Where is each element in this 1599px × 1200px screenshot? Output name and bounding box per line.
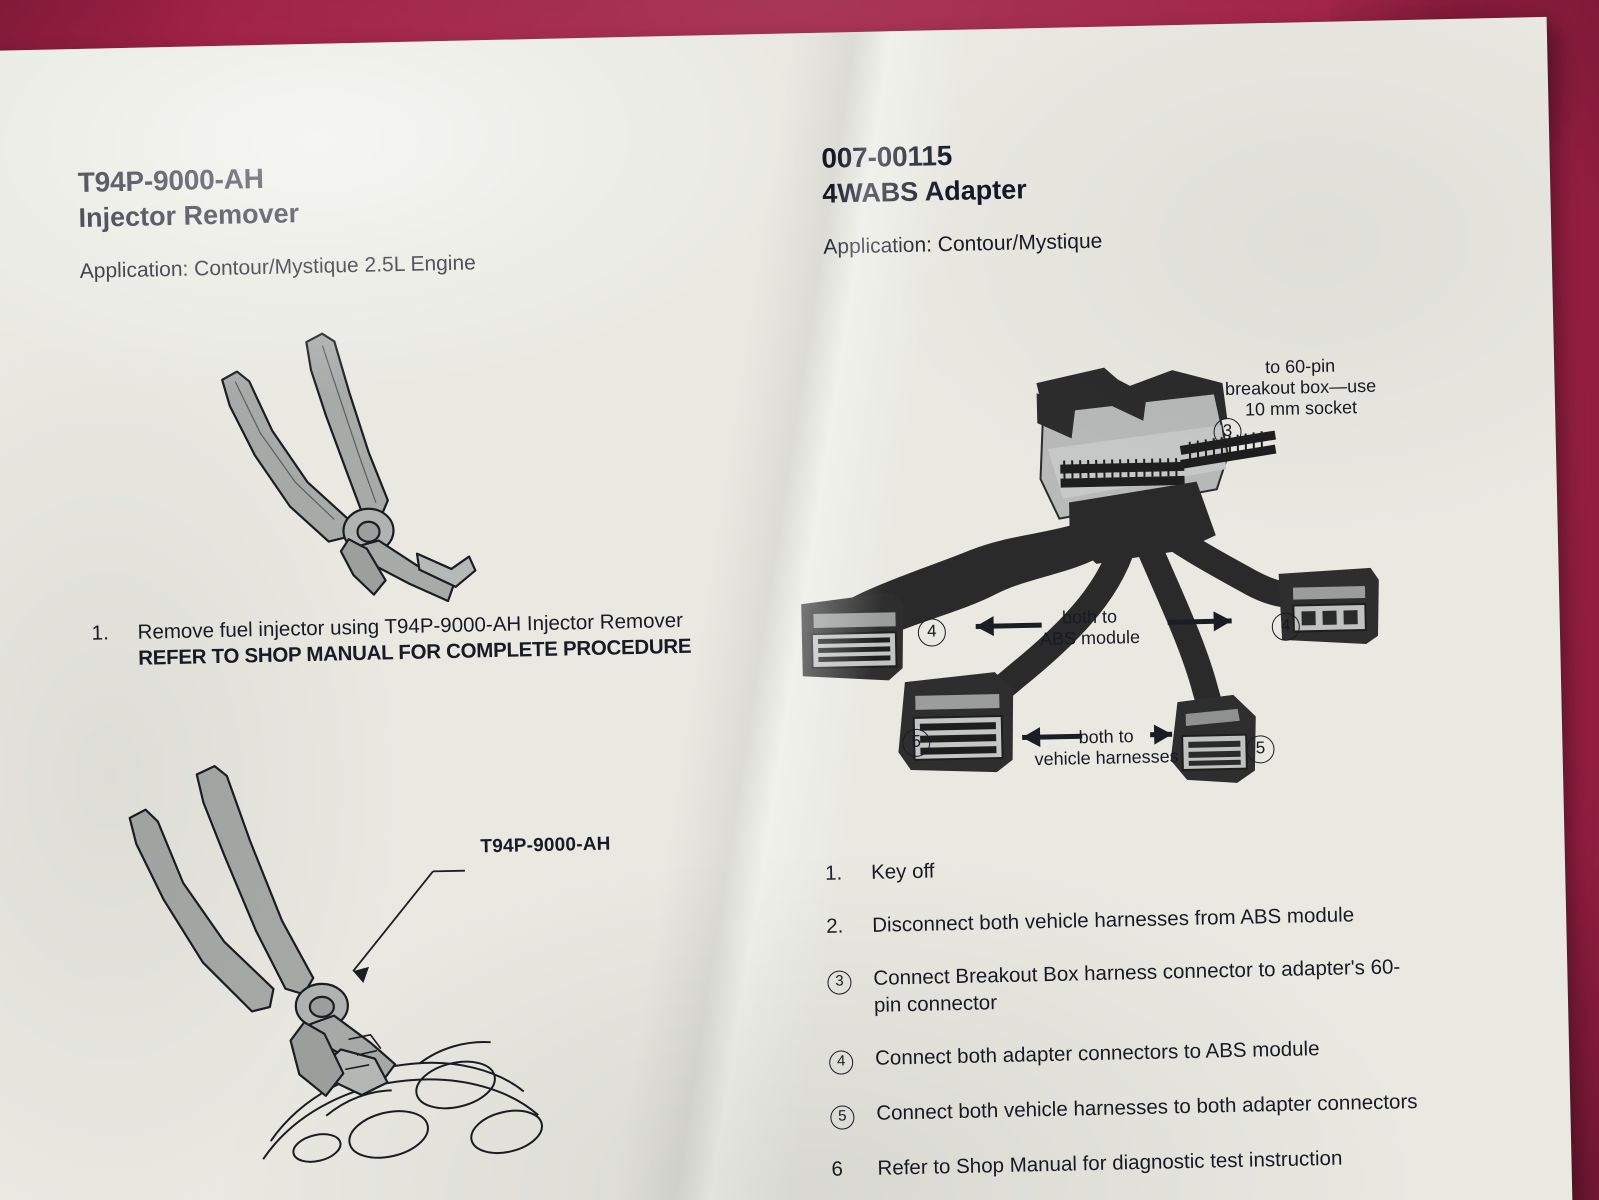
left-application: Application: Contour/Mystique 2.5L Engin… [79, 251, 477, 283]
step-number: 1. [91, 621, 110, 645]
injector-remover-illustration [198, 320, 494, 603]
card-content: T94P-9000-AH Injector Remover Applicatio… [0, 17, 1573, 1200]
step-text: Refer to Shop Manual for diagnostic test… [877, 1146, 1343, 1180]
left-steps-list: 1. Remove fuel injector using T94P-9000-… [91, 608, 693, 700]
step-text: Connect Breakout Box harness connector t… [873, 955, 1401, 1017]
right-application: Application: Contour/Mystique [823, 229, 1103, 259]
circled-number: 3 [827, 970, 852, 996]
step-text: Connect both vehicle harnesses to both a… [876, 1089, 1418, 1125]
injector-remover-in-use-illustration [112, 739, 543, 1168]
breakout-callout-line-3: 10 mm socket [1244, 397, 1358, 421]
step-text: Connect both adapter connectors to ABS m… [874, 1037, 1320, 1070]
circled-number: 4 [828, 1050, 854, 1075]
step-item: 1. Key off [825, 848, 1425, 887]
step-number: 6 [831, 1157, 844, 1181]
abs-connector-left [801, 592, 904, 681]
right-steps-list: 1. Key off 2. Disconnect both vehicle harne… [825, 848, 1432, 1200]
step-item: 4 Connect both adapter connectors to ABS … [828, 1034, 1429, 1075]
harness-callout-line-2: vehicle harnesses [1034, 746, 1179, 770]
vehicle-connector-left [898, 672, 1014, 773]
abs-callout-line-2: ABS module [1039, 627, 1141, 650]
left-column: T94P-9000-AH Injector Remover Applicatio… [77, 153, 699, 283]
step-item: 2. Disconnect both vehicle harnesses from… [826, 901, 1426, 940]
step-item: 1. Remove fuel injector using T94P-9000-… [91, 608, 692, 674]
right-column: 007-00115 4WABS Adapter Application: Con… [821, 128, 1483, 259]
step-number: 1. [824, 861, 843, 885]
step-item: 3 Connect Breakout Box harness connector … [827, 954, 1428, 1020]
breakout-box-callout: to 60-pin breakout box—use 10 mm socket [1210, 354, 1391, 422]
step-number: 2. [825, 914, 844, 939]
circled-number: 5 [830, 1105, 855, 1130]
step-number: 3 [827, 966, 874, 996]
step-text: Key off [870, 859, 935, 884]
step-item: 5 Connect both vehicle harnesses to both … [830, 1089, 1430, 1130]
step-number: 5 [830, 1101, 877, 1130]
step-number: 4 [828, 1046, 876, 1075]
abs-callout-line-1: both to [1061, 606, 1118, 628]
vehicle-harness-callout: both to vehicle harnesses [1022, 725, 1191, 771]
abs-module-callout: both to ABS module [1025, 606, 1154, 651]
step-item: 6 Refer to Shop Manual for diagnostic tes… [831, 1144, 1431, 1183]
step-text: Disconnect both vehicle harnesses from A… [871, 903, 1355, 938]
tool-callout-label: T94P-9000-AH [480, 833, 611, 858]
step-body: Remove fuel injector using T94P-9000-AH … [137, 608, 692, 673]
instruction-card: T94P-9000-AH Injector Remover Applicatio… [0, 16, 1574, 1200]
